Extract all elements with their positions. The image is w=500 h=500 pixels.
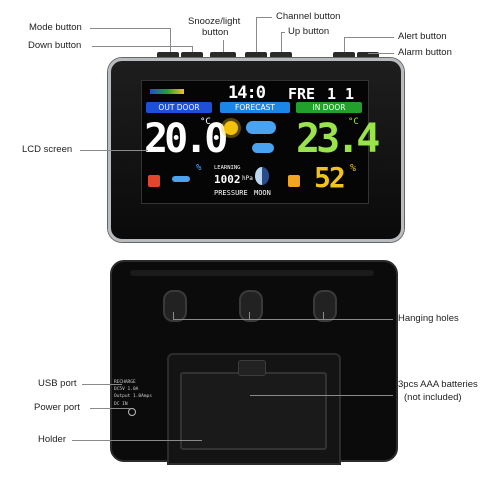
alert-callout-drop: [344, 37, 345, 52]
snooze-light-label-line2: button: [202, 27, 229, 38]
alert-button[interactable]: [333, 52, 355, 61]
back-top-edge: [130, 270, 374, 276]
hanging-holes-callout-line: [173, 319, 393, 320]
lcd-screen: 14:0 FRE 1 1 OUT DOOR FORECAST IN DOOR 2…: [141, 80, 380, 204]
holder-label: Holder: [38, 434, 66, 445]
port-text-3: Output 1.0Amps: [114, 394, 152, 399]
power-port-label: Power port: [34, 402, 80, 413]
hanging-hole-middle-drop: [249, 312, 250, 319]
forecast-bar: FORECAST: [220, 102, 290, 113]
hanging-hole-right: [313, 290, 337, 322]
cloud-icon: [246, 121, 276, 134]
outdoor-temperature: 20.0: [144, 116, 228, 162]
hanging-hole-left-drop: [173, 312, 174, 319]
holder-callout-line: [72, 440, 202, 441]
mode-button-label: Mode button: [29, 22, 82, 33]
mode-button[interactable]: [157, 52, 179, 61]
battery-latch: [238, 360, 266, 376]
port-text-2: DC5V 1.0A: [114, 387, 139, 392]
lcd-callout-line: [80, 150, 148, 151]
channel-button[interactable]: [245, 52, 267, 61]
alert-button-label: Alert button: [398, 31, 447, 42]
down-callout-drop: [192, 46, 193, 52]
pressure-label: PRESSURE: [214, 189, 248, 197]
sun-icon: [224, 121, 238, 135]
usb-port-label: USB port: [38, 378, 77, 389]
rain-cloud-icon: [252, 143, 274, 153]
indoor-comfort-icon: [288, 175, 300, 187]
indoor-temp-unit: °C: [348, 117, 359, 127]
port-text-1: RECHARGE: [114, 380, 136, 385]
mode-callout-line: [90, 28, 170, 29]
alert-callout-line: [344, 37, 394, 38]
hanging-holes-label: Hanging holes: [398, 313, 459, 324]
learning-label: LEARNING: [214, 165, 241, 171]
port-text-4: DC IN: [114, 402, 128, 407]
indoor-temperature: 23.4: [296, 116, 380, 162]
mode-callout-drop: [170, 28, 171, 52]
hanging-hole-middle: [239, 290, 263, 322]
moon-icon: [255, 167, 269, 185]
alarm-button[interactable]: [357, 52, 379, 61]
outdoor-bar: OUT DOOR: [146, 102, 212, 113]
snooze-light-button[interactable]: [210, 52, 236, 61]
usb-callout-line: [82, 384, 122, 385]
channel-button-label: Channel button: [276, 11, 341, 22]
wave-icon: [172, 176, 190, 182]
day-display: FRE: [288, 85, 316, 103]
batteries-label-line1: 3pcs AAA batteries: [398, 379, 478, 390]
lcd-screen-label: LCD screen: [22, 144, 73, 155]
hanging-hole-left: [163, 290, 187, 322]
up-button-label: Up button: [288, 26, 330, 37]
up-callout-drop: [281, 32, 282, 52]
power-callout-line: [90, 408, 130, 409]
snooze-light-label-line1: Snooze/light: [188, 16, 241, 27]
indoor-humidity: 52: [314, 161, 346, 194]
batteries-label-line2: (not included): [404, 392, 462, 403]
signal-icon: [150, 89, 184, 94]
down-callout-line: [92, 46, 192, 47]
indoor-bar: IN DOOR: [296, 102, 362, 113]
down-button[interactable]: [181, 52, 203, 61]
up-callout-line: [281, 32, 285, 33]
hanging-hole-right-drop: [323, 312, 324, 319]
time-display: 14:0: [228, 83, 266, 103]
up-button[interactable]: [270, 52, 292, 61]
indoor-humidity-unit: %: [350, 163, 357, 174]
date-display: 1 1: [327, 85, 355, 103]
moon-label: MOON: [254, 189, 271, 197]
outdoor-humidity-unit: %: [196, 163, 202, 173]
battery-cover[interactable]: [180, 372, 327, 450]
pressure-unit: hPa: [242, 175, 253, 182]
snooze-callout-drop: [223, 40, 224, 52]
comfort-icon: [148, 175, 160, 187]
power-port-icon[interactable]: [128, 408, 136, 416]
alarm-button-label: Alarm button: [398, 47, 452, 58]
port-panel: RECHARGE DC5V 1.0A Output 1.0Amps DC IN: [112, 378, 158, 416]
down-button-label: Down button: [28, 40, 82, 51]
alarm-callout-line: [368, 53, 394, 54]
outdoor-temp-unit: °C: [200, 117, 211, 127]
channel-callout-line: [256, 17, 272, 18]
pressure-value: 1002: [214, 173, 241, 186]
channel-callout-drop: [256, 17, 257, 52]
batteries-callout-line: [250, 395, 393, 396]
